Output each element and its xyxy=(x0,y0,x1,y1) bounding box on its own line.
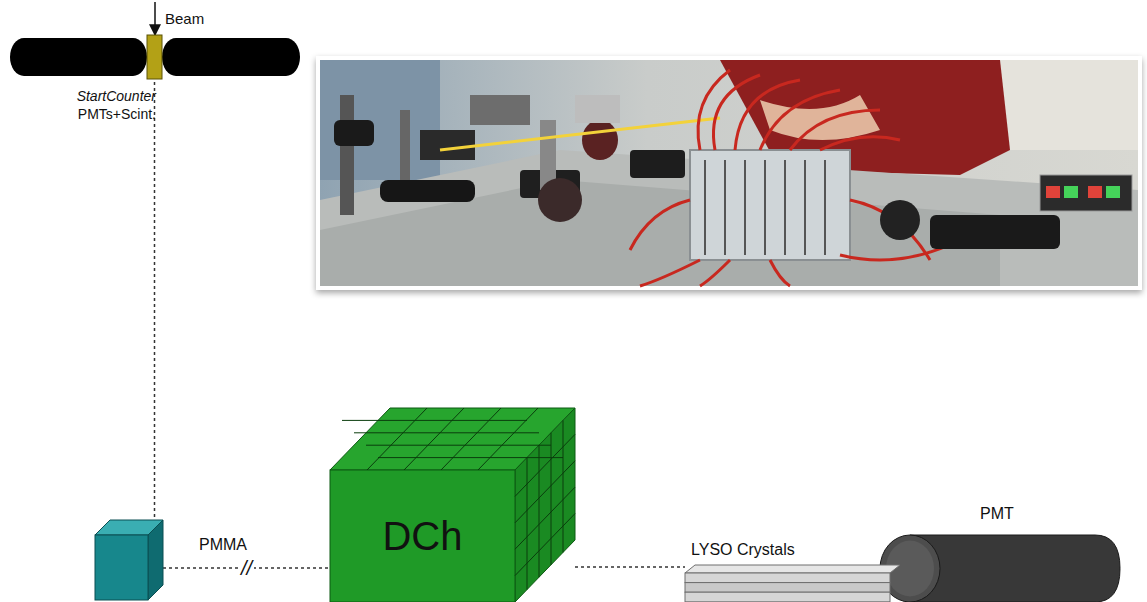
start-counter: StartCounterPMTs+Scint. xyxy=(10,38,300,76)
detector-label: DCh xyxy=(330,470,515,602)
lyso-crystals-shape xyxy=(685,565,900,602)
beam-arrow xyxy=(154,2,156,35)
dashed-connector xyxy=(575,566,685,568)
pmma-block-shape xyxy=(95,520,163,600)
beam-label: Beam xyxy=(165,10,204,27)
detector-label: LYSO Crystals xyxy=(691,541,795,559)
dashed-connector xyxy=(154,76,156,520)
detector-description: PMTs+Scint. xyxy=(78,106,156,122)
drift-chamber-shape xyxy=(330,408,575,602)
lyso-crystals: LYSO Crystals xyxy=(685,565,900,602)
detector-label: PMMA xyxy=(199,536,247,554)
detector-label: PMT xyxy=(980,505,1014,523)
setup-photo xyxy=(316,56,1142,290)
break-mark: // xyxy=(239,557,254,580)
photomultiplier: PMT xyxy=(880,535,1120,602)
start-counter-shape xyxy=(10,38,300,76)
drift-chamber: DCh xyxy=(330,408,575,602)
photomultiplier-shape xyxy=(880,535,1120,602)
pmma-block: PMMA xyxy=(95,520,163,600)
detector-name: StartCounter xyxy=(77,88,156,104)
